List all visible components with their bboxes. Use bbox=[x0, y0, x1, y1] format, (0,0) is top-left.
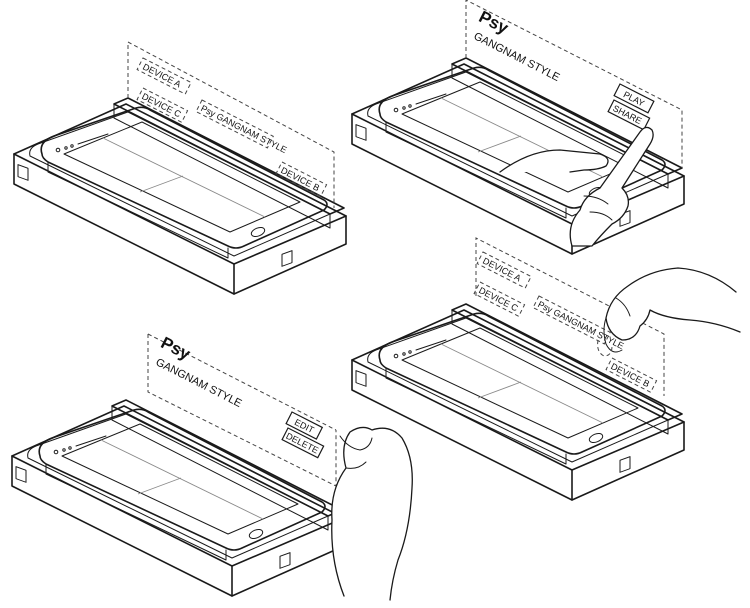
pointing-hand-icon bbox=[569, 126, 654, 247]
figure-2: Psy GANGNAM STYLE PLAY SHARE bbox=[351, 0, 685, 255]
edge-strip bbox=[451, 303, 683, 421]
projection-panel bbox=[127, 41, 335, 208]
song-title: GANGNAM STYLE bbox=[472, 30, 562, 84]
pinching-hand-icon bbox=[331, 426, 413, 601]
projection-panel bbox=[475, 237, 665, 396]
grabbing-hand-icon bbox=[605, 267, 741, 341]
projection-panel bbox=[465, 0, 683, 168]
projection-panel bbox=[147, 334, 337, 487]
figure-1: DEVICE A DEVICE C Psy GANGNAM STYLE DEVI… bbox=[13, 41, 347, 295]
edge-strip bbox=[113, 97, 345, 215]
